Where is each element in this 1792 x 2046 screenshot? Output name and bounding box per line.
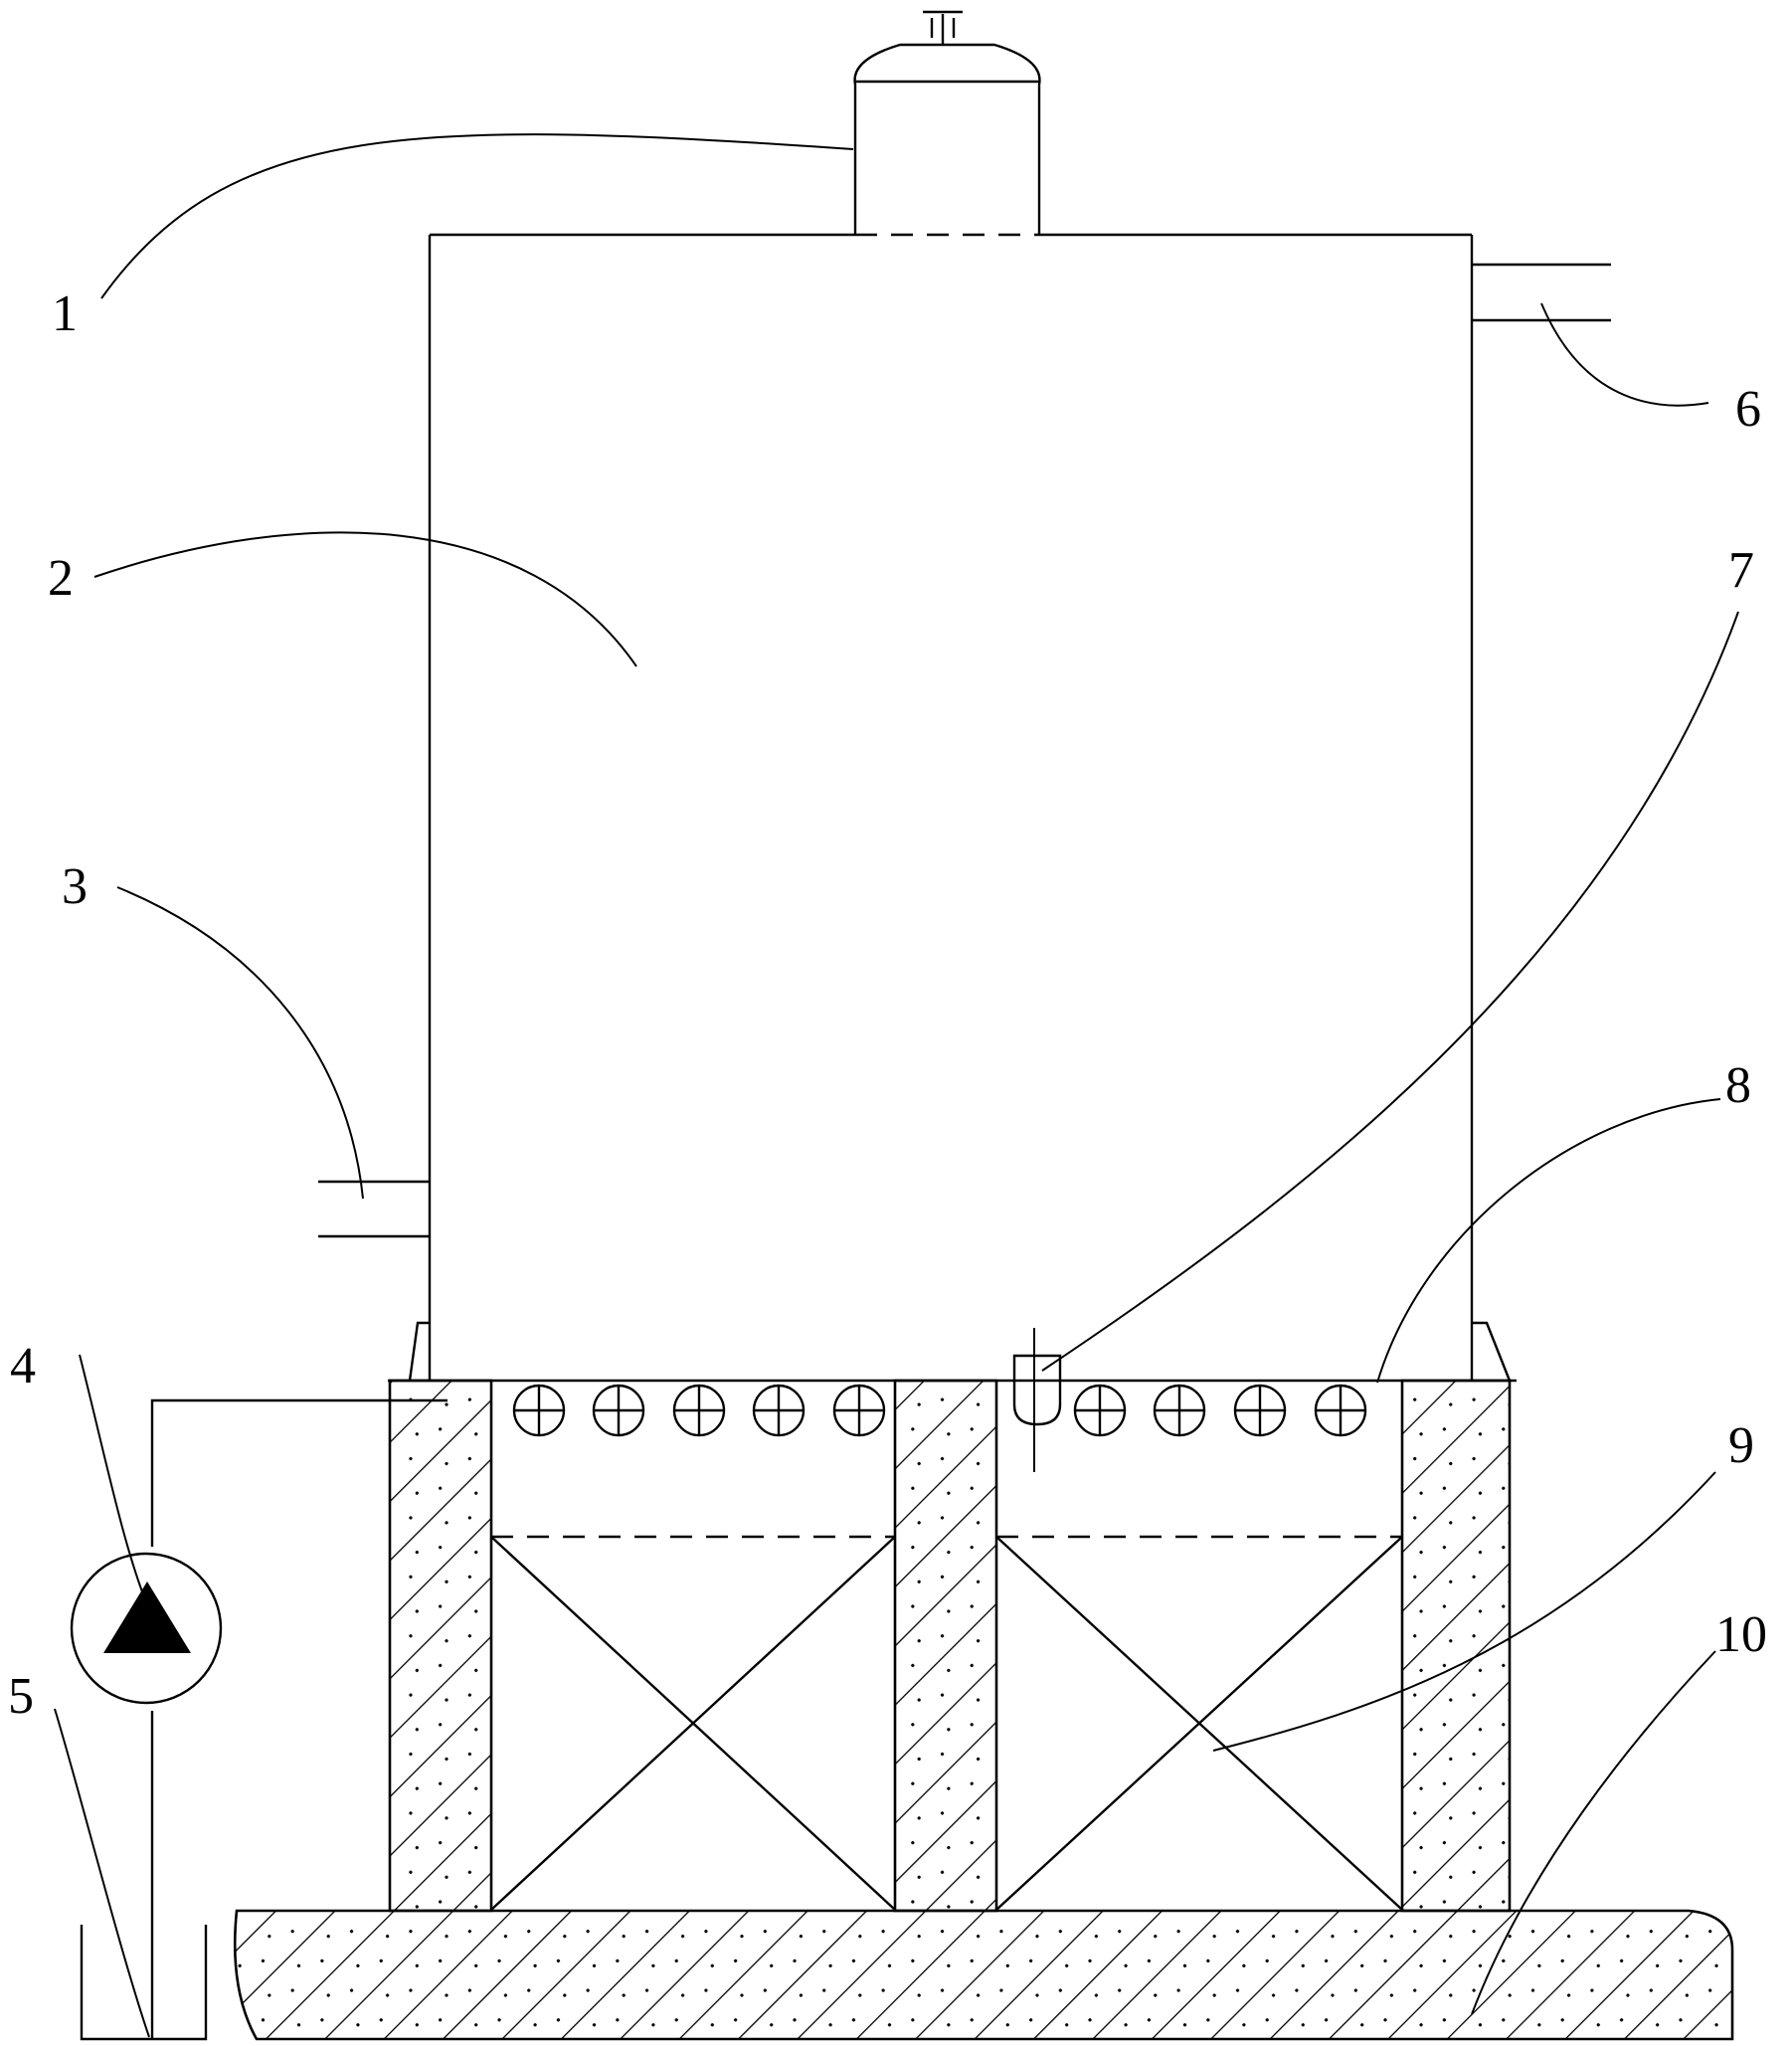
side-outlet-pipe [1472,263,1611,322]
heating-tube [1233,1384,1287,1437]
base-plate [388,1321,1517,1383]
heating-tube [512,1384,566,1437]
side-inlet-pipe [318,1180,430,1238]
heating-tube [1153,1384,1206,1437]
label-7: 7 [1728,542,1754,599]
heating-tube [672,1384,726,1437]
label-8: 8 [1725,1057,1751,1114]
main-tank [428,233,1474,1381]
heating-tube [752,1384,806,1437]
leader-lines [54,133,1739,2038]
heating-tube [1073,1384,1127,1437]
support-frames [490,1535,1403,1911]
label-1: 1 [52,285,78,342]
label-10: 10 [1715,1606,1767,1663]
label-6: 6 [1735,381,1761,438]
pump-arrow [103,1581,191,1653]
support-columns [388,1379,1512,1913]
heating-tube [832,1384,886,1437]
heating-tubes [512,1384,1367,1437]
sensor [1012,1328,1062,1472]
label-4: 4 [10,1338,36,1395]
top-vessel [853,10,1041,237]
heating-tube [592,1384,645,1437]
part-labels: 1 2 3 4 5 6 7 8 9 10 [8,285,1767,1725]
label-5: 5 [8,1668,34,1725]
label-9: 9 [1728,1417,1754,1474]
pump-circuit [70,1398,448,2041]
label-2: 2 [48,550,74,607]
heating-tube [1314,1384,1367,1437]
label-3: 3 [62,858,88,915]
foundation [233,1909,1734,2041]
sump [80,1925,208,2041]
